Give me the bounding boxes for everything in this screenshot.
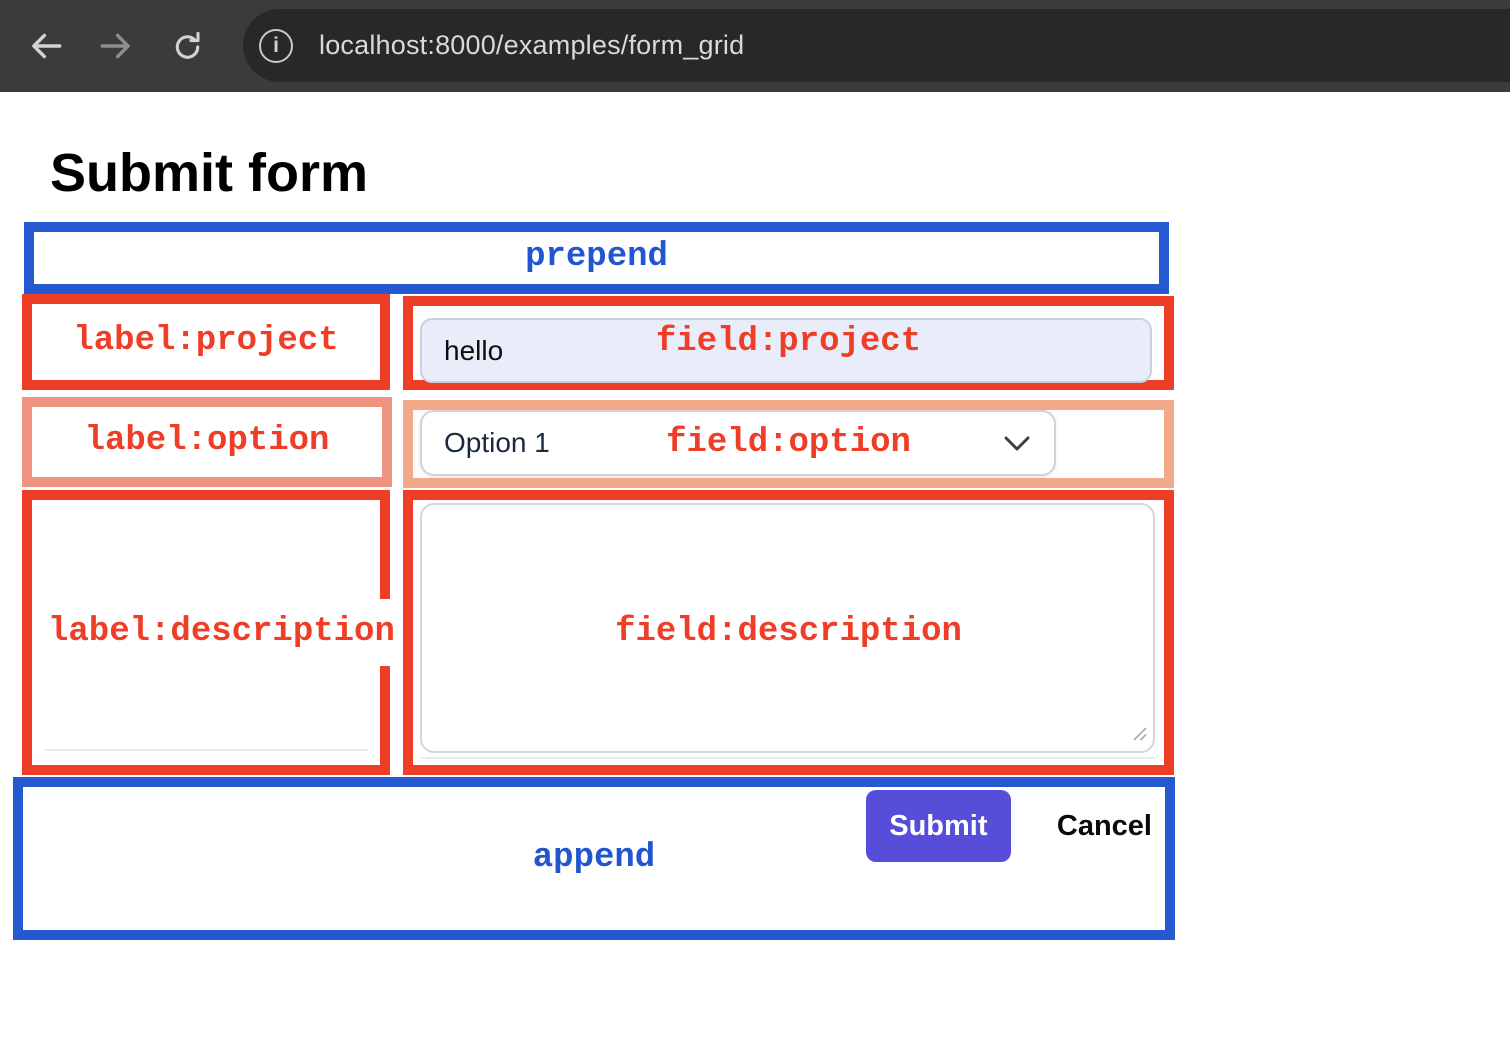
submit-button[interactable]: Submit xyxy=(865,790,1011,862)
append-tag: append xyxy=(532,838,656,877)
page-content: Submit form prepend label:project field:… xyxy=(0,92,1510,1048)
form-actions: Submit Cancel xyxy=(865,790,1152,862)
field-option-box: Option 1 field:option xyxy=(403,400,1174,488)
label-description-box: label:description xyxy=(22,490,399,775)
field-bottom-rule xyxy=(420,757,1155,759)
label-option-box: label:option xyxy=(22,397,392,487)
label-project-box: label:project xyxy=(22,294,390,390)
forward-icon[interactable] xyxy=(97,27,135,65)
chevron-down-icon xyxy=(1004,427,1030,459)
field-project-box: field:project xyxy=(403,296,1174,390)
label-description-tag: label:description xyxy=(44,598,399,667)
page-title: Submit form xyxy=(50,143,368,203)
description-textarea[interactable] xyxy=(420,503,1155,753)
label-option-tag: label:option xyxy=(84,422,330,461)
option-select[interactable]: Option 1 xyxy=(420,410,1056,476)
back-icon[interactable] xyxy=(27,27,65,65)
browser-toolbar: i localhost:8000/examples/form_grid xyxy=(0,0,1510,92)
address-bar[interactable]: i localhost:8000/examples/form_grid xyxy=(243,9,1510,82)
label-bottom-rule xyxy=(44,749,368,751)
label-project-tag: label:project xyxy=(73,322,339,361)
cancel-button[interactable]: Cancel xyxy=(1056,809,1152,842)
option-selected-value: Option 1 xyxy=(444,427,550,458)
field-description-box: field:description xyxy=(403,490,1174,775)
form-prepend-slot: prepend xyxy=(24,222,1169,294)
info-icon[interactable]: i xyxy=(259,28,293,63)
project-input[interactable] xyxy=(420,318,1152,383)
form-append-slot: append Submit Cancel xyxy=(13,777,1175,940)
resize-handle-icon[interactable] xyxy=(1131,725,1148,747)
prepend-tag: prepend xyxy=(525,238,668,277)
reload-icon[interactable] xyxy=(170,28,205,63)
url-text: localhost:8000/examples/form_grid xyxy=(319,30,745,60)
